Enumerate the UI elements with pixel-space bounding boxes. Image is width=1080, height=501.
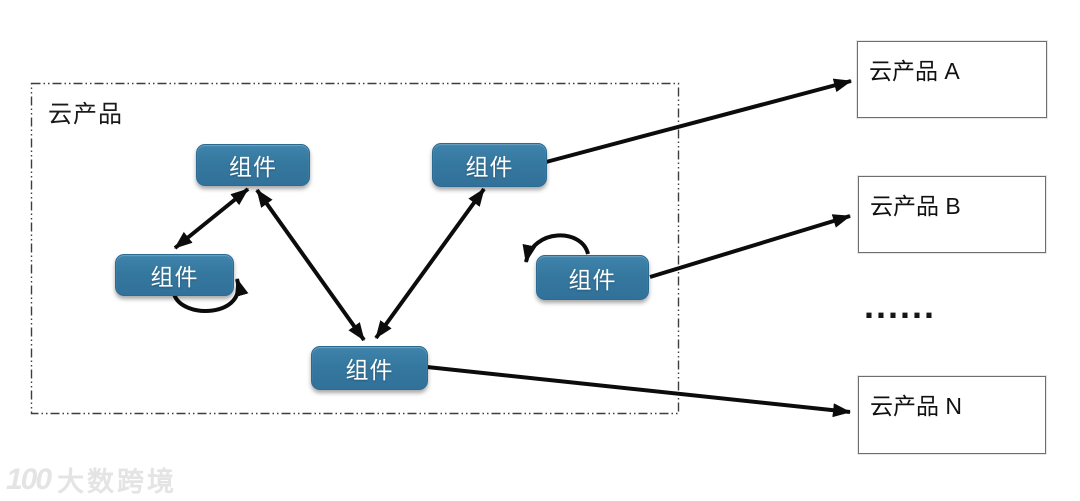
component-node-left: 组件 [115,254,234,296]
component-label: 组件 [229,154,277,180]
watermark: 100 大数跨境 [6,460,177,499]
arrow-to-cloud-product-a [545,78,852,164]
cloud-product-a-label: 云产品 A [869,58,960,84]
component-node-top: 组件 [196,144,310,186]
arrow-upper-right-to-bottom-bidirectional [374,187,486,340]
watermark-text: 大数跨境 [57,467,178,497]
cloud-product-a-box: 云产品 A [857,41,1047,118]
cloud-product-b-box: 云产品 B [858,176,1046,253]
watermark-logo-icon: 100 [6,462,52,496]
cloud-product-container-label: 云产品 [48,101,123,128]
cloud-product-n-label: 云产品 N [870,393,962,419]
cloud-product-n-box: 云产品 N [858,376,1046,454]
component-label: 组件 [568,266,617,293]
cloud-product-b-label: 云产品 B [870,193,961,219]
cloud-products-ellipsis: ...... [864,285,937,326]
component-node-lower-right: 组件 [536,255,649,300]
component-node-upper-right: 组件 [432,143,547,187]
component-label: 组件 [150,264,199,290]
arrow-to-cloud-product-b [649,214,851,279]
component-node-bottom: 组件 [311,346,428,390]
component-label: 组件 [345,357,394,383]
arrow-top-to-left-bidirectional [173,187,250,250]
arrow-to-cloud-product-n [426,365,851,418]
arrow-top-to-bottom-bidirectional [255,188,366,342]
component-label: 组件 [465,154,514,180]
